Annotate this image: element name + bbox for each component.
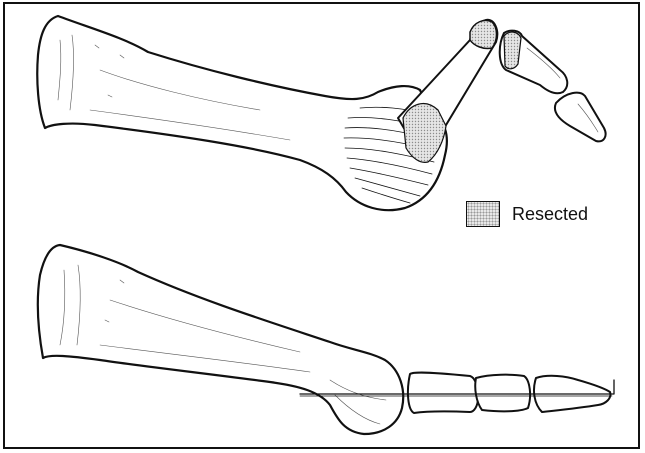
resected-legend-label: Resected bbox=[512, 205, 588, 223]
top-middle-resected bbox=[504, 32, 521, 69]
bottom-panel-illustration bbox=[38, 245, 614, 434]
top-distal-phalanx bbox=[555, 93, 606, 142]
top-resected-cap bbox=[470, 20, 497, 48]
bottom-middle-phalanx bbox=[475, 375, 530, 412]
top-panel-illustration bbox=[37, 16, 605, 210]
resected-swatch bbox=[466, 201, 500, 227]
bottom-proximal-phalanx bbox=[408, 373, 478, 413]
top-metatarsal-bone bbox=[37, 16, 447, 210]
legend: Resected bbox=[466, 201, 588, 227]
bottom-metatarsal-bone bbox=[38, 245, 403, 434]
